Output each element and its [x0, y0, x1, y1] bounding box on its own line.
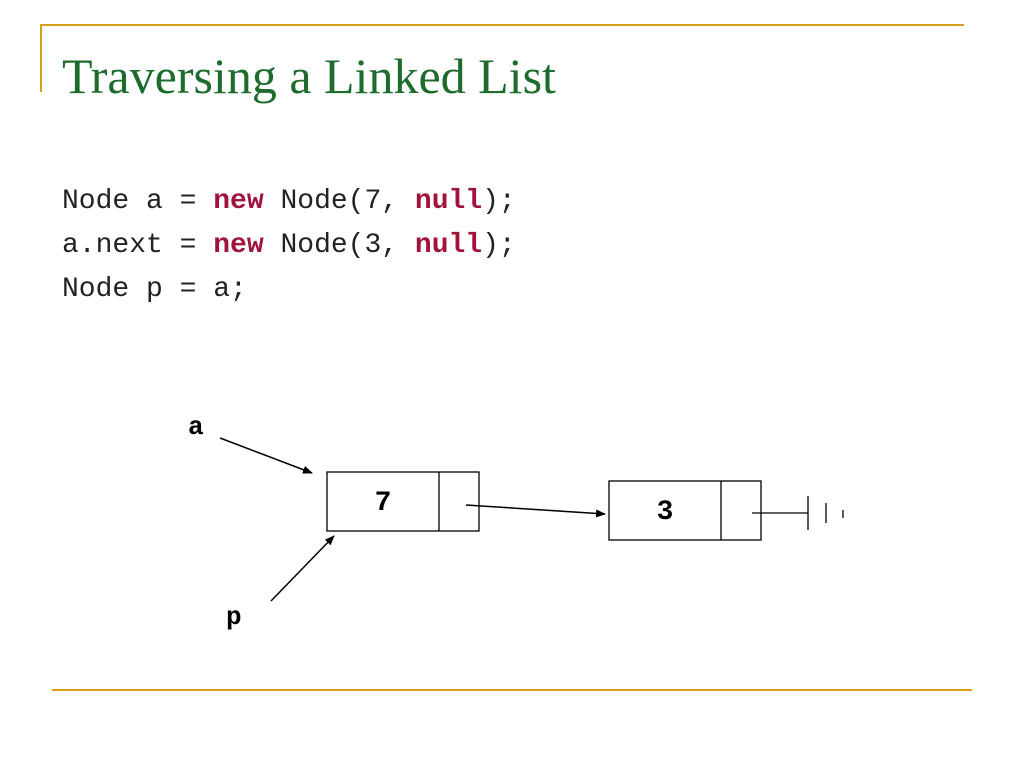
node-7-box: [326, 471, 480, 532]
pointer-arrow-a: [219, 437, 313, 474]
code-line: a.next = new Node(3, null);: [62, 224, 516, 268]
node-3-box: [608, 480, 762, 541]
code-keyword: new: [213, 230, 264, 261]
pointer-label-p: p: [226, 602, 242, 632]
code-keyword: null: [414, 186, 483, 217]
top-rule: [40, 24, 964, 26]
code-text: );: [482, 230, 516, 261]
node-7-value: 7: [375, 488, 392, 519]
code-text: a.next =: [62, 230, 214, 261]
pointer-arrow-p: [270, 535, 335, 602]
code-line: Node p = a;: [62, 268, 516, 312]
null-terminator-icon: [752, 496, 844, 530]
code-text: Node a =: [62, 186, 214, 217]
code-text: Node(3,: [263, 230, 415, 261]
side-rule: [40, 24, 42, 92]
node-3: 3: [608, 480, 762, 541]
pointer-label-a: a: [188, 412, 204, 442]
code-text: );: [482, 186, 516, 217]
node-3-value: 3: [657, 497, 674, 528]
code-keyword: new: [213, 186, 264, 217]
code-text: Node p = a;: [62, 274, 247, 305]
next-arrow: [465, 504, 606, 518]
code-keyword: null: [414, 230, 483, 261]
bottom-rule: [52, 689, 972, 691]
slide-title: Traversing a Linked List: [62, 48, 556, 104]
code-line: Node a = new Node(7, null);: [62, 180, 516, 224]
node-7: 7: [326, 471, 480, 532]
code-block: Node a = new Node(7, null);a.next = new …: [62, 180, 516, 312]
code-text: Node(7,: [263, 186, 415, 217]
